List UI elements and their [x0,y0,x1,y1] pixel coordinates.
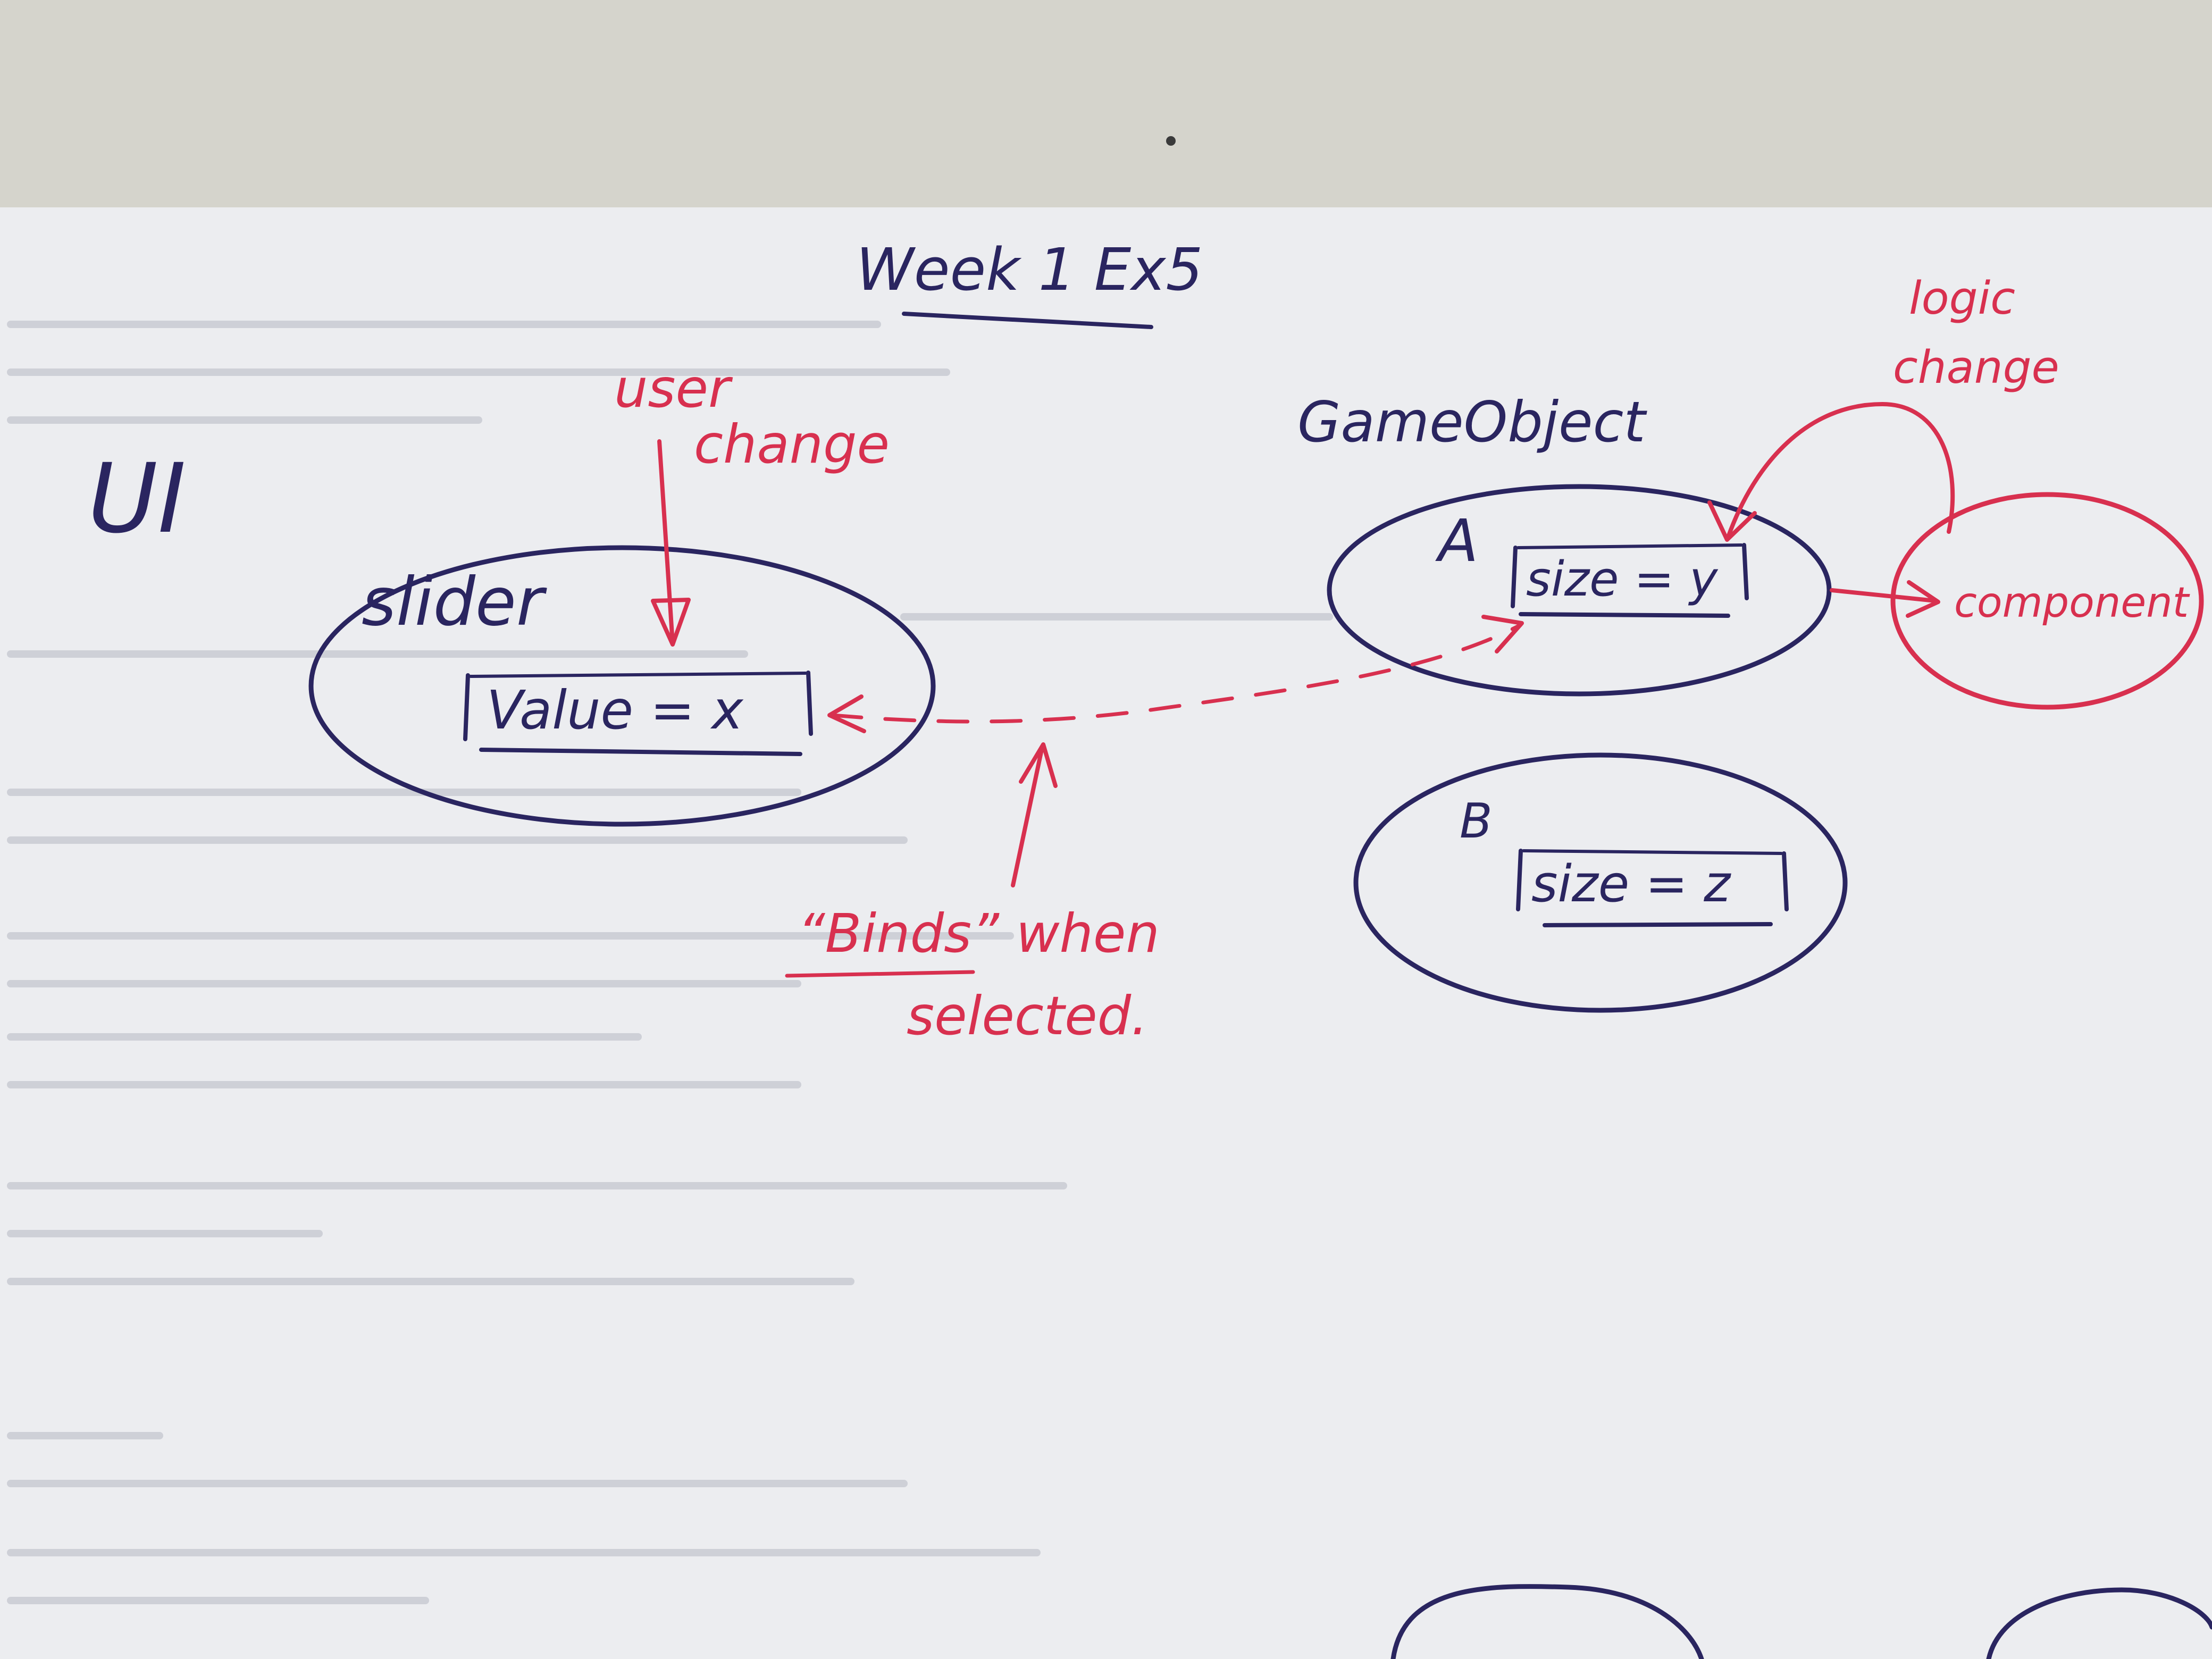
gameobject-label: GameObject [1297,390,1647,455]
slider-label: slider [362,564,547,641]
bleed-through-text [7,321,1333,1604]
object-a-size-box: size = y [1511,543,1749,618]
object-b-label: B [1460,793,1493,849]
pin-dot [1166,136,1176,146]
logic-change-arrow [1707,402,1955,542]
partial-ellipse-bottom-left [1390,1584,1704,1659]
user-change-line2: change [694,413,890,475]
user-change-line1: user [614,357,733,420]
binds-note-line2: selected. [907,985,1148,1047]
object-a-size-text: size = y [1526,551,1719,607]
binding-arrow [827,615,1524,733]
partial-ellipse-bottom-right [1986,1587,2212,1659]
component-label: component [1954,579,2190,627]
object-to-component-arrow [1830,580,1940,618]
user-change-arrow [651,439,691,647]
binds-note-line1: “Binds” when [798,902,1160,965]
object-b-ellipse [1353,752,1848,1013]
logic-change-line1: logic [1909,272,2015,325]
slider-ellipse [308,545,936,827]
object-b-size-box: size = z [1516,849,1789,927]
diagram-title: Week 1 Ex5 [856,236,1203,304]
slider-value-text: Value = x [487,679,744,741]
object-a-label: A [1435,507,1478,575]
object-a-ellipse [1327,484,1832,697]
binds-pointer-arrow [1011,742,1058,887]
object-b-size-text: size = z [1531,855,1731,914]
ui-label: UI [88,443,186,555]
slider-value-box: Value = x [463,671,813,756]
binds-note-rule [785,970,975,978]
title-underline [902,312,1153,329]
component-ellipse [1890,492,2204,710]
logic-change-line2: change [1893,341,2059,394]
